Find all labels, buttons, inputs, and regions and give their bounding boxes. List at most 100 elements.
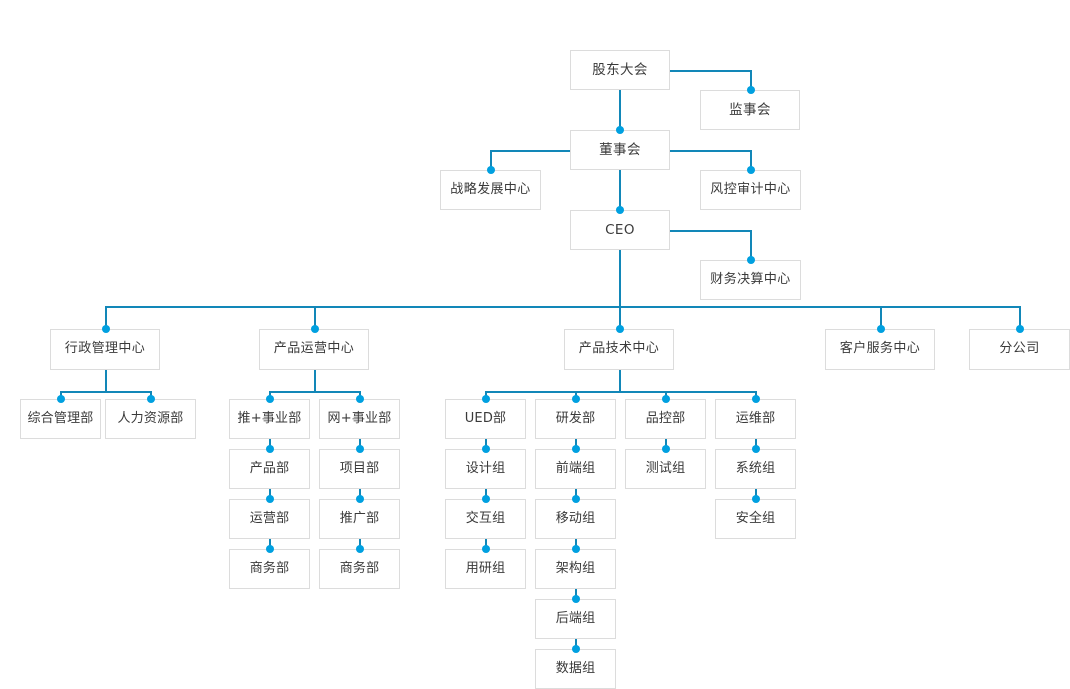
dot-operations-center (310, 325, 319, 333)
connector-admin-bus (60, 391, 151, 393)
node-finance-settlement-center[interactable]: 财务决算中心 (700, 260, 801, 300)
connector-ceo-to-finance-v (750, 230, 752, 261)
dot-ops-dept (751, 395, 760, 403)
connector-chain-rd-2 (575, 489, 577, 499)
dot-admin-center (101, 325, 110, 333)
dot-project-dept (355, 445, 364, 453)
connector-chain-wang-1 (359, 439, 361, 449)
node-testing-group[interactable]: 测试组 (625, 449, 706, 489)
dot-supervisors (746, 86, 755, 94)
connector-chain-rd-3 (575, 539, 577, 549)
connector-chain-ops-1 (755, 439, 757, 449)
dot-rd-dept (571, 395, 580, 403)
dot-testing-group (661, 445, 670, 453)
node-risk-control-audit-center[interactable]: 风控审计中心 (700, 170, 801, 210)
node-ued-dept[interactable]: UED部 (445, 399, 526, 439)
connector-bus-to-operations (314, 306, 316, 330)
node-architecture-group[interactable]: 架构组 (535, 549, 616, 589)
node-wang-plus-division[interactable]: 网+事业部 (319, 399, 400, 439)
dot-strategy-center (486, 166, 495, 174)
dot-business-dept-a (265, 545, 274, 553)
dot-ued-dept (481, 395, 490, 403)
connector-bus-to-branch (1019, 306, 1021, 330)
dot-user-research-group (481, 545, 490, 553)
dot-data-group (571, 645, 580, 653)
node-board-of-supervisors[interactable]: 监事会 (700, 90, 800, 130)
node-design-group[interactable]: 设计组 (445, 449, 526, 489)
connector-technology-stem (619, 369, 621, 392)
connector-bus-to-customer-service (880, 306, 882, 330)
node-human-resources-dept[interactable]: 人力资源部 (105, 399, 196, 439)
node-branch-company[interactable]: 分公司 (969, 329, 1070, 370)
node-project-dept[interactable]: 项目部 (319, 449, 400, 489)
dot-tui-plus-division (265, 395, 274, 403)
dot-risk-audit-center (746, 166, 755, 174)
dot-branch-company (1015, 325, 1024, 333)
dot-technology-center (615, 325, 624, 333)
node-business-dept-a[interactable]: 商务部 (229, 549, 310, 589)
node-qa-dept[interactable]: 品控部 (625, 399, 706, 439)
dot-mobile-group (571, 495, 580, 503)
node-frontend-group[interactable]: 前端组 (535, 449, 616, 489)
node-business-dept-b[interactable]: 商务部 (319, 549, 400, 589)
dot-design-group (481, 445, 490, 453)
node-strategy-development-center[interactable]: 战略发展中心 (440, 170, 541, 210)
connector-operations-bus (269, 391, 360, 393)
node-product-operations-center[interactable]: 产品运营中心 (259, 329, 369, 370)
connector-chain-rd-4 (575, 589, 577, 599)
dot-frontend-group (571, 445, 580, 453)
connector-chain-wang-3 (359, 539, 361, 549)
connector-chain-ued-3 (485, 539, 487, 549)
node-ceo[interactable]: CEO (570, 210, 670, 250)
node-backend-group[interactable]: 后端组 (535, 599, 616, 639)
node-admin-management-center[interactable]: 行政管理中心 (50, 329, 160, 370)
node-promotion-dept[interactable]: 推广部 (319, 499, 400, 539)
node-data-group[interactable]: 数据组 (535, 649, 616, 689)
node-shareholders-meeting[interactable]: 股东大会 (570, 50, 670, 90)
dot-board-of-directors (615, 126, 624, 134)
connector-shareholders-to-board (619, 90, 621, 130)
connector-shareholders-to-supervisors-h (670, 70, 751, 72)
dot-security-group (751, 495, 760, 503)
node-ops-dept[interactable]: 运维部 (715, 399, 796, 439)
connector-bus-to-technology (619, 306, 621, 330)
node-general-management-dept[interactable]: 综合管理部 (20, 399, 101, 439)
connector-chain-tui-3 (269, 539, 271, 549)
node-product-dept[interactable]: 产品部 (229, 449, 310, 489)
connector-technology-bus (485, 391, 756, 393)
connector-chain-qa-1 (665, 439, 667, 449)
connector-ceo-to-finance-h (670, 230, 751, 232)
connector-chain-wang-2 (359, 489, 361, 499)
dot-promotion-dept (355, 495, 364, 503)
connector-board-to-risk-h (670, 150, 751, 152)
connector-bus-to-admin (105, 306, 107, 330)
node-tui-plus-division[interactable]: 推+事业部 (229, 399, 310, 439)
dot-customer-service-center (876, 325, 885, 333)
connector-admin-stem (105, 369, 107, 392)
connector-ceo-to-bus (619, 250, 621, 307)
node-customer-service-center[interactable]: 客户服务中心 (825, 329, 935, 370)
node-security-group[interactable]: 安全组 (715, 499, 796, 539)
connector-board-to-strategy-v (490, 150, 492, 171)
node-board-of-directors[interactable]: 董事会 (570, 130, 670, 170)
node-user-research-group[interactable]: 用研组 (445, 549, 526, 589)
node-rd-dept[interactable]: 研发部 (535, 399, 616, 439)
connector-board-to-ceo (619, 170, 621, 210)
connector-operations-stem (314, 369, 316, 392)
dot-interaction-group (481, 495, 490, 503)
dot-product-dept (265, 445, 274, 453)
node-product-technology-center[interactable]: 产品技术中心 (564, 329, 674, 370)
node-operations-dept[interactable]: 运营部 (229, 499, 310, 539)
connector-board-to-risk-v (750, 150, 752, 171)
dot-system-group (751, 445, 760, 453)
dot-finance-center (746, 256, 755, 264)
dot-business-dept-b (355, 545, 364, 553)
node-mobile-group[interactable]: 移动组 (535, 499, 616, 539)
node-system-group[interactable]: 系统组 (715, 449, 796, 489)
dot-ceo (615, 206, 624, 214)
connector-chain-rd-5 (575, 639, 577, 649)
node-interaction-group[interactable]: 交互组 (445, 499, 526, 539)
connector-shareholders-to-supervisors-v (750, 70, 752, 90)
dot-operations-dept (265, 495, 274, 503)
